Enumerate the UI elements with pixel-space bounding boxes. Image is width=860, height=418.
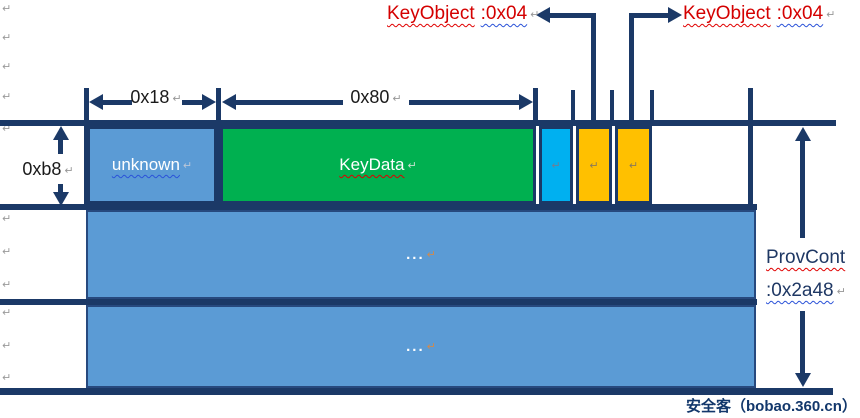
paragraph-mark: ↵ xyxy=(172,93,182,105)
tick-orange1-end xyxy=(610,90,614,122)
dim-0x80-line-right xyxy=(409,100,521,105)
dim-unknown-width-label: 0x18↵ xyxy=(130,87,182,108)
paragraph-mark: ↵ xyxy=(551,159,561,172)
paragraph-mark: ↵ xyxy=(2,246,12,258)
block-keyobject-1: ↵ xyxy=(576,126,612,204)
provcont-label: ProvCont :0x2a48↵ xyxy=(766,241,860,309)
paragraph-mark: ↵ xyxy=(2,213,12,225)
keyobject-left-value: :0x04 xyxy=(480,3,528,24)
row1-top-line xyxy=(0,120,836,126)
paragraph-mark: ↵ xyxy=(426,249,436,261)
paragraph-mark: ↵ xyxy=(392,93,402,105)
boundary-left xyxy=(84,88,89,210)
dim-0x18-text: 0x18 xyxy=(130,87,170,107)
keyobject-right-value: :0x04 xyxy=(776,3,824,24)
arrowhead-right-icon xyxy=(668,7,682,23)
ellipsis-row2: ... xyxy=(406,338,425,355)
boundary-unknown-keydata xyxy=(216,88,221,210)
provcont-name: ProvCont xyxy=(766,247,846,268)
paragraph-mark: ↵ xyxy=(2,61,12,73)
dim-keydata-width-label: 0x80↵ xyxy=(344,87,408,108)
paragraph-mark: ↵ xyxy=(2,372,12,384)
ellipsis-row1: ... xyxy=(406,246,425,263)
block-unknown: unknown↵ xyxy=(87,126,217,204)
keyobject-right-label: KeyObject:0x04↵ xyxy=(683,3,835,25)
dim-0x80-line-left xyxy=(233,100,343,105)
provcont-value: :0x2a48 xyxy=(766,280,834,301)
arrowhead-left-icon xyxy=(89,94,103,110)
paragraph-mark: ↵ xyxy=(2,279,12,291)
dim-row-height-label: 0xb8↵ xyxy=(14,159,82,180)
paragraph-mark: ↵ xyxy=(826,9,836,21)
arrowhead-up-icon xyxy=(53,126,69,140)
dim-0x18-line-left xyxy=(100,100,132,105)
row2-bottom-line xyxy=(0,299,757,305)
paragraph-mark: ↵ xyxy=(628,159,639,172)
paragraph-mark: ↵ xyxy=(64,165,74,177)
paragraph-mark: ↵ xyxy=(530,9,540,21)
paragraph-mark: ↵ xyxy=(182,160,193,172)
keyobject-left-leader-stem xyxy=(591,13,596,123)
keyobject-right-name: KeyObject xyxy=(683,3,771,24)
block-keydata: KeyData↵ xyxy=(220,126,536,204)
paragraph-mark: ↵ xyxy=(2,3,12,15)
arrowhead-right-icon xyxy=(202,94,216,110)
tick-cyan-end xyxy=(571,90,575,122)
dim-0x80-text: 0x80 xyxy=(350,87,390,107)
paragraph-mark: ↵ xyxy=(2,307,12,319)
tick-orange2-end xyxy=(650,90,654,122)
diagram-bottom-line xyxy=(0,388,833,395)
provcont-row-1: ...↵ xyxy=(86,210,756,299)
row1-bottom-line xyxy=(0,204,757,210)
provcont-stem-bottom xyxy=(800,311,805,375)
arrowhead-right-icon xyxy=(519,94,533,110)
dim-0xb8-stem-top xyxy=(58,138,63,154)
paragraph-mark: ↵ xyxy=(2,123,12,135)
boundary-row1-right xyxy=(748,88,753,210)
paragraph-mark: ↵ xyxy=(407,160,417,172)
boundary-keydata-end xyxy=(533,88,538,126)
paragraph-mark: ↵ xyxy=(2,91,12,103)
paragraph-mark: ↵ xyxy=(2,340,12,352)
dim-0xb8-stem-bottom xyxy=(58,184,63,196)
watermark: 安全客（bobao.360.cn） xyxy=(686,398,857,415)
block-keydata-label: KeyData xyxy=(339,155,405,174)
arrowhead-down-icon xyxy=(53,192,69,206)
block-keyobject-2: ↵ xyxy=(615,126,652,204)
provcont-stem-top xyxy=(800,139,805,238)
block-cyan: ↵ xyxy=(539,126,573,204)
arrowhead-left-icon xyxy=(536,7,550,23)
paragraph-mark: ↵ xyxy=(426,341,436,353)
arrowhead-left-icon xyxy=(222,94,236,110)
provcont-row-2: ...↵ xyxy=(86,305,756,388)
keyobject-left-name: KeyObject xyxy=(387,3,475,24)
dim-0x18-line-right xyxy=(182,100,204,105)
block-unknown-label: unknown xyxy=(111,155,180,174)
keyobject-right-leader-stem xyxy=(629,13,634,123)
keyobject-left-label: KeyObject:0x04↵ xyxy=(387,3,539,25)
paragraph-mark: ↵ xyxy=(2,32,12,44)
arrowhead-down-icon xyxy=(795,373,811,387)
arrowhead-up-icon xyxy=(795,127,811,141)
paragraph-mark: ↵ xyxy=(589,159,599,172)
dim-0xb8-text: 0xb8 xyxy=(22,159,62,179)
paragraph-mark: ↵ xyxy=(836,286,846,298)
keyobject-right-leader-arm xyxy=(629,13,670,18)
keyobject-left-leader-arm xyxy=(548,13,596,18)
